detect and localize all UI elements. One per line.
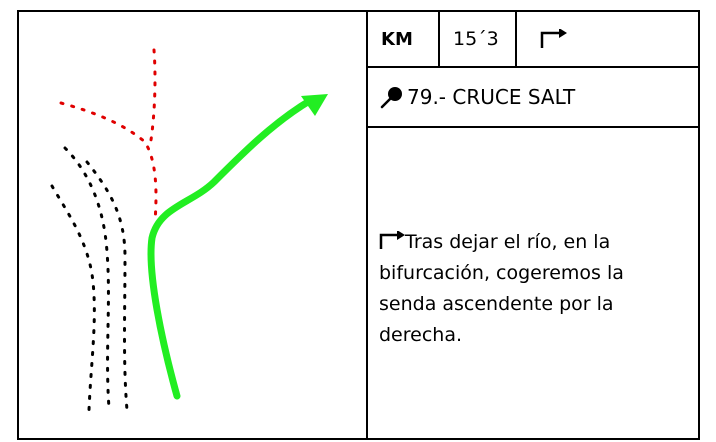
info-panel: KM 15´3 79.- CRUCE SALT Tras dejar el rí… [368,12,698,440]
waypoint-title: 79.- CRUCE SALT [407,85,576,109]
pin-icon [380,87,402,109]
dotted-path-red-top [149,48,157,142]
route-line [147,96,315,400]
km-label: KM [368,12,440,66]
direction-cell [517,12,698,66]
dotted-path-red-left [59,101,158,224]
dotted-path-black-middle [63,146,111,410]
dotted-path-black-right [85,160,129,412]
route-sketch [50,48,328,412]
waypoint-title-row: 79.- CRUCE SALT [368,68,698,128]
km-value: 15´3 [440,12,517,66]
instruction-text-block: Tras dejar el río, en la bifurcación, co… [379,227,679,351]
dotted-path-black-left [50,184,96,412]
turn-right-arrow-icon [379,231,405,249]
route-arrowhead [301,94,328,116]
km-row: KM 15´3 [368,12,698,68]
route-sketch-panel [19,12,368,440]
instruction-text: Tras dejar el río, en la bifurcación, co… [379,231,624,346]
turn-right-arrow-icon [540,29,567,48]
roadbook-card: KM 15´3 79.- CRUCE SALT Tras dejar el rí… [17,10,700,440]
